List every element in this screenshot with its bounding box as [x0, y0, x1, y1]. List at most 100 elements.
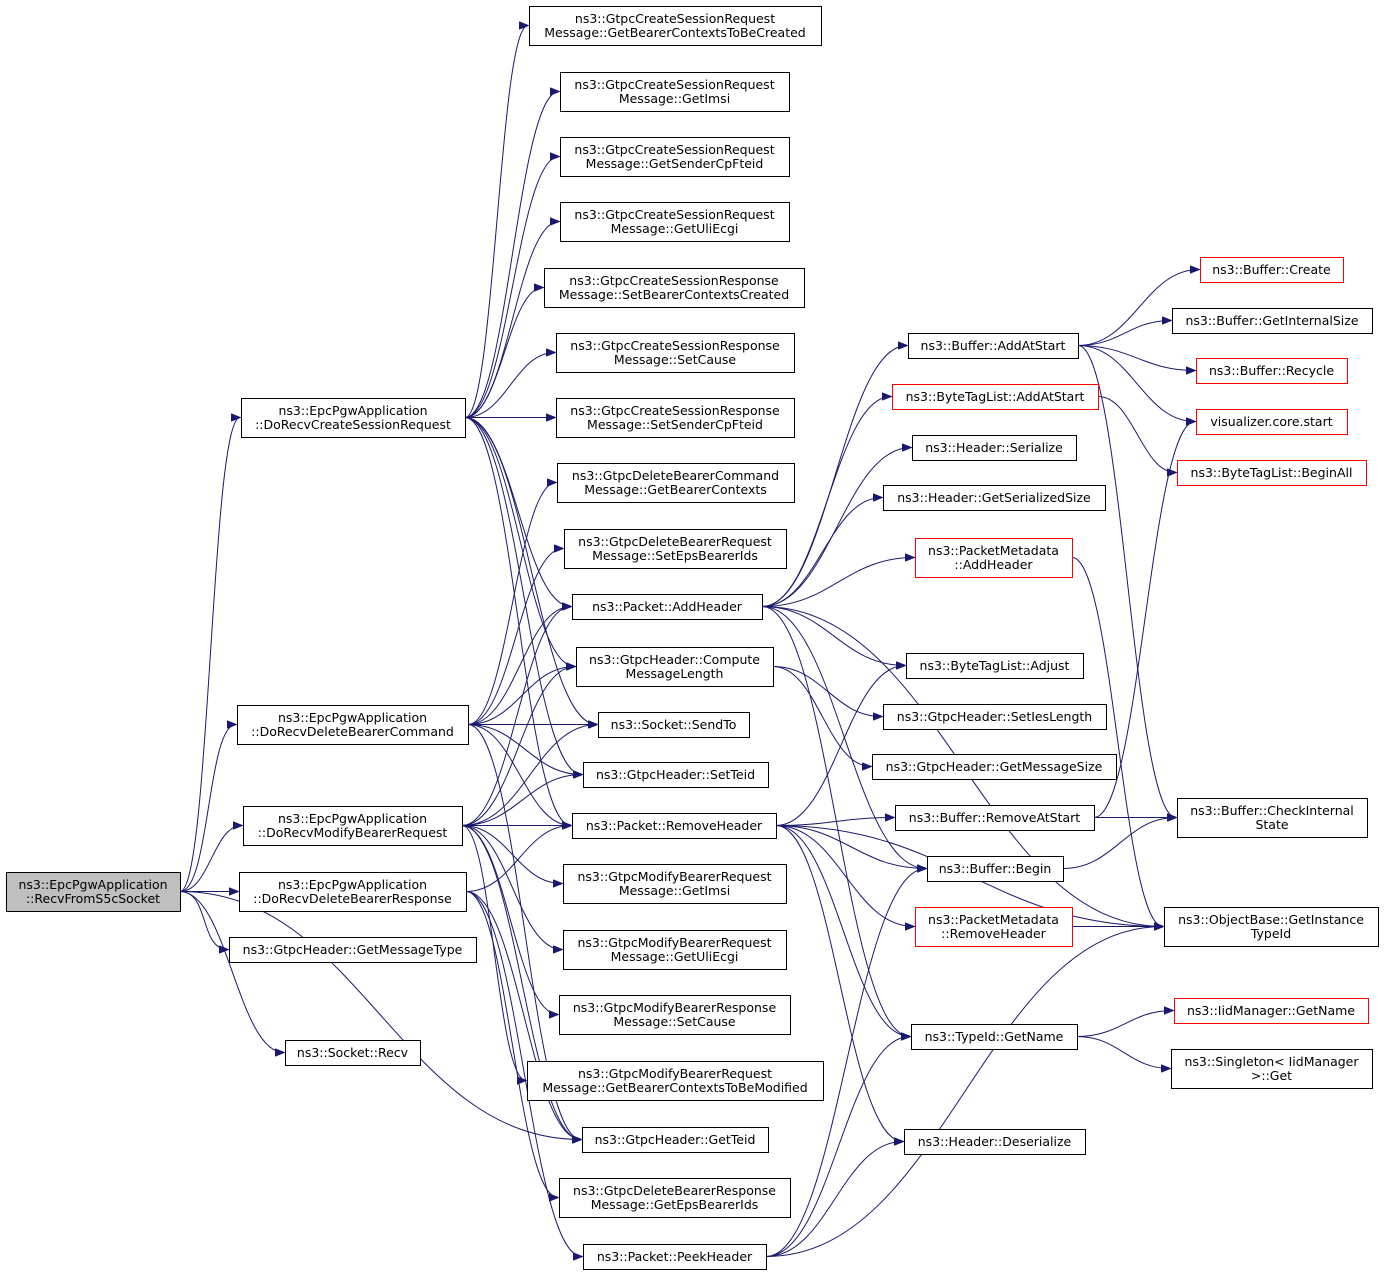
- node-gms[interactable]: ns3::GtpcHeader::GetMessageSize: [872, 754, 1117, 780]
- node-pph-box: [583, 1244, 767, 1270]
- edge-dmbr-to-sendto: [461, 725, 597, 826]
- node-sil[interactable]: ns3::GtpcHeader::SetIesLength: [883, 704, 1107, 730]
- node-dbr_seb-label-1: Message::SetEpsBearerIds: [592, 548, 758, 563]
- edge-b_aas-to-vis: [1077, 345, 1195, 422]
- node-pm_ah-label-1: ::AddHeader: [954, 557, 1033, 572]
- node-gcml-label-1: MessageLength: [626, 666, 724, 681]
- node-btl_adj[interactable]: ns3::ByteTagList::Adjust: [906, 653, 1084, 679]
- node-dbrs_geb-label-0: ns3::GtpcDeleteBearerResponse: [573, 1183, 776, 1198]
- edge-b_aas-to-b_gis: [1077, 321, 1171, 346]
- node-gtid-label-0: ns3::GtpcHeader::GetTeid: [595, 1132, 756, 1147]
- node-root[interactable]: ns3::EpcPgwApplication::RecvFromS5cSocke…: [6, 872, 181, 912]
- node-b_gis[interactable]: ns3::Buffer::GetInternalSize: [1172, 308, 1373, 334]
- node-dcsr[interactable]: ns3::EpcPgwApplication::DoRecvCreateSess…: [241, 398, 466, 438]
- node-ddbc[interactable]: ns3::EpcPgwApplication::DoRecvDeleteBear…: [237, 705, 469, 745]
- node-csr_gi-box: [560, 72, 790, 112]
- node-csrs_ssc[interactable]: ns3::GtpcCreateSessionResponseMessage::S…: [556, 398, 795, 438]
- node-pm_rh[interactable]: ns3::PacketMetadata::RemoveHeader: [915, 907, 1073, 947]
- node-h_ser[interactable]: ns3::Header::Serialize: [912, 435, 1077, 461]
- node-mbr_gue-label-1: Message::GetUliEcgi: [611, 949, 739, 964]
- node-sing[interactable]: ns3::Singleton< IidManager>::Get: [1171, 1049, 1373, 1089]
- node-sendto-box: [598, 712, 750, 738]
- node-mbr_gi[interactable]: ns3::GtpcModifyBearerRequestMessage::Get…: [563, 864, 787, 904]
- node-iid_gn-label-0: ns3::IidManager::GetName: [1187, 1003, 1355, 1018]
- node-b_rec-box: [1196, 358, 1348, 384]
- node-dbrs_geb-label-1: Message::GetEpsBearerIds: [591, 1197, 759, 1212]
- node-sendto[interactable]: ns3::Socket::SendTo: [598, 712, 750, 738]
- node-mbr_gue[interactable]: ns3::GtpcModifyBearerRequestMessage::Get…: [563, 930, 787, 970]
- node-csr_gue[interactable]: ns3::GtpcCreateSessionRequestMessage::Ge…: [560, 202, 790, 242]
- node-csr_gue-box: [560, 202, 790, 242]
- node-csr_gbc[interactable]: ns3::GtpcCreateSessionRequestMessage::Ge…: [529, 6, 822, 46]
- edge-dcsr-to-stid: [464, 417, 582, 775]
- node-pm_ah-label-0: ns3::PacketMetadata: [928, 543, 1059, 558]
- edge-dmbr-to-gcml: [461, 667, 575, 826]
- edge-pah-to-pm_ah: [761, 558, 914, 607]
- node-csrs_sbc-box: [544, 268, 805, 308]
- node-mbr_gbm-label-0: ns3::GtpcModifyBearerRequest: [578, 1066, 772, 1081]
- node-dbr_seb[interactable]: ns3::GtpcDeleteBearerRequestMessage::Set…: [564, 529, 787, 569]
- node-b_ras[interactable]: ns3::Buffer::RemoveAtStart: [895, 805, 1095, 831]
- node-dbc_gbc[interactable]: ns3::GtpcDeleteBearerCommandMessage::Get…: [557, 463, 795, 503]
- node-btl_aas[interactable]: ns3::ByteTagList::AddAtStart: [892, 384, 1099, 410]
- node-dbrs_geb[interactable]: ns3::GtpcDeleteBearerResponseMessage::Ge…: [559, 1178, 791, 1218]
- node-csrs_ssc-box: [556, 398, 795, 438]
- node-csrs_sbc[interactable]: ns3::GtpcCreateSessionResponseMessage::S…: [544, 268, 805, 308]
- node-pm_ah[interactable]: ns3::PacketMetadata::AddHeader: [915, 538, 1073, 578]
- node-b_cis-box: [1177, 798, 1368, 838]
- node-recv[interactable]: ns3::Socket::Recv: [285, 1040, 421, 1066]
- node-btl_ba[interactable]: ns3::ByteTagList::BeginAll: [1177, 460, 1367, 486]
- node-gtid[interactable]: ns3::GtpcHeader::GetTeid: [582, 1127, 769, 1153]
- node-csr_gi-label-1: Message::GetImsi: [619, 91, 730, 106]
- node-pah[interactable]: ns3::Packet::AddHeader: [572, 594, 763, 620]
- node-csr_gi[interactable]: ns3::GtpcCreateSessionRequestMessage::Ge…: [560, 72, 790, 112]
- node-vis-box: [1196, 409, 1348, 435]
- node-tid_gn-label-0: ns3::TypeId::GetName: [925, 1029, 1064, 1044]
- node-b_rec[interactable]: ns3::Buffer::Recycle: [1196, 358, 1348, 384]
- node-csrs_sc[interactable]: ns3::GtpcCreateSessionResponseMessage::S…: [556, 333, 795, 373]
- node-b_aas[interactable]: ns3::Buffer::AddAtStart: [908, 333, 1079, 359]
- node-vis[interactable]: visualizer.core.start: [1196, 409, 1348, 435]
- edge-b_aas-to-b_cis: [1077, 345, 1176, 818]
- edge-dcsr-to-csr_gue: [464, 222, 559, 418]
- node-tid_gn[interactable]: ns3::TypeId::GetName: [911, 1024, 1078, 1050]
- node-ddbr-label-1: ::DoRecvDeleteBearerResponse: [253, 891, 452, 906]
- node-ddbr[interactable]: ns3::EpcPgwApplication::DoRecvDeleteBear…: [239, 872, 467, 912]
- node-mbr_gbm[interactable]: ns3::GtpcModifyBearerRequestMessage::Get…: [527, 1061, 824, 1101]
- node-mbr_gue-box: [563, 930, 787, 970]
- node-iid_gn[interactable]: ns3::IidManager::GetName: [1174, 998, 1369, 1024]
- node-root-label-0: ns3::EpcPgwApplication: [18, 877, 167, 892]
- node-dbrs_geb-box: [559, 1178, 791, 1218]
- node-dmbr[interactable]: ns3::EpcPgwApplication::DoRecvModifyBear…: [243, 806, 463, 846]
- node-mbr_gue-label-0: ns3::GtpcModifyBearerRequest: [577, 935, 771, 950]
- node-root-label-1: ::RecvFromS5cSocket: [26, 891, 160, 906]
- node-csr_gsc[interactable]: ns3::GtpcCreateSessionRequestMessage::Ge…: [560, 137, 790, 177]
- node-mbrs_sc[interactable]: ns3::GtpcModifyBearerResponseMessage::Se…: [559, 995, 791, 1035]
- node-dcsr-label-0: ns3::EpcPgwApplication: [278, 403, 427, 418]
- node-dmbr-label-0: ns3::EpcPgwApplication: [278, 811, 427, 826]
- node-ob_git-label-0: ns3::ObjectBase::GetInstance: [1178, 912, 1364, 927]
- node-gmt[interactable]: ns3::GtpcHeader::GetMessageType: [229, 937, 477, 963]
- node-pph[interactable]: ns3::Packet::PeekHeader: [583, 1244, 767, 1270]
- node-stid-box: [583, 762, 769, 788]
- node-sing-label-1: >::Get: [1251, 1068, 1292, 1083]
- node-gms-box: [872, 754, 1117, 780]
- node-pah-box: [572, 594, 763, 620]
- node-root-box: [6, 872, 181, 912]
- node-stid[interactable]: ns3::GtpcHeader::SetTeid: [583, 762, 769, 788]
- edge-root-to-gtid: [179, 891, 581, 1140]
- node-csr_gue-label-0: ns3::GtpcCreateSessionRequest: [574, 207, 774, 222]
- edge-ddbc-to-gtid: [467, 724, 581, 1140]
- node-pm_rh-box: [915, 907, 1073, 947]
- node-prh[interactable]: ns3::Packet::RemoveHeader: [572, 813, 777, 839]
- node-h_deser[interactable]: ns3::Header::Deserialize: [904, 1129, 1086, 1155]
- edge-dcsr-to-csrs_sbc: [464, 288, 543, 418]
- node-b_create[interactable]: ns3::Buffer::Create: [1200, 257, 1344, 283]
- node-h_gss[interactable]: ns3::Header::GetSerializedSize: [883, 485, 1106, 511]
- edge-root-to-recv: [179, 891, 284, 1053]
- node-ddbc-label-0: ns3::EpcPgwApplication: [278, 710, 427, 725]
- node-b_begin[interactable]: ns3::Buffer::Begin: [927, 856, 1064, 882]
